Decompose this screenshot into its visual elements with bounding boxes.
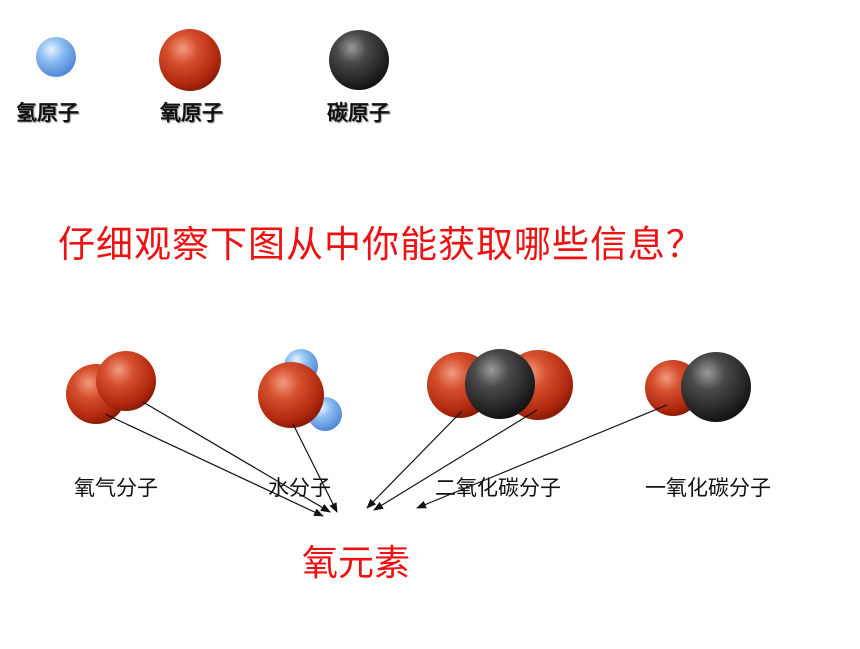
- arrow-oxygen-2: [142, 401, 331, 513]
- oxygen-molecule: [66, 351, 156, 424]
- arrow-carbon-dioxide-1: [366, 410, 463, 509]
- legend-hydrogen-label: 氢原子: [16, 101, 79, 125]
- oxygen-atom-legend: [159, 29, 221, 91]
- water-molecule: [258, 349, 342, 431]
- carbon-atom-legend: [329, 30, 389, 90]
- question-text: 仔细观察下图从中你能获取哪些信息？: [58, 223, 704, 266]
- arrow-oxygen-1: [104, 413, 324, 517]
- oxygen-element-label: 氧元素: [302, 543, 411, 584]
- legend-oxygen-label: 氧原子: [160, 101, 223, 125]
- carbon-dioxide-molecule-label: 二氧化碳分子: [435, 476, 561, 500]
- carbon-monoxide-molecule: [645, 352, 751, 422]
- legend-carbon-label: 碳原子: [327, 101, 390, 125]
- water-molecule-label: 水分子: [268, 476, 331, 500]
- oxygen-molecule-label: 氧气分子: [74, 476, 158, 500]
- carbon-dioxide-molecule: [427, 349, 573, 420]
- arrow-carbon-dioxide-2: [373, 409, 538, 511]
- hydrogen-atom-legend: [36, 37, 76, 77]
- carbon-monoxide-molecule-label: 一氧化碳分子: [645, 476, 771, 500]
- arrow-water: [292, 423, 338, 513]
- arrow-carbon-monoxide: [416, 404, 668, 509]
